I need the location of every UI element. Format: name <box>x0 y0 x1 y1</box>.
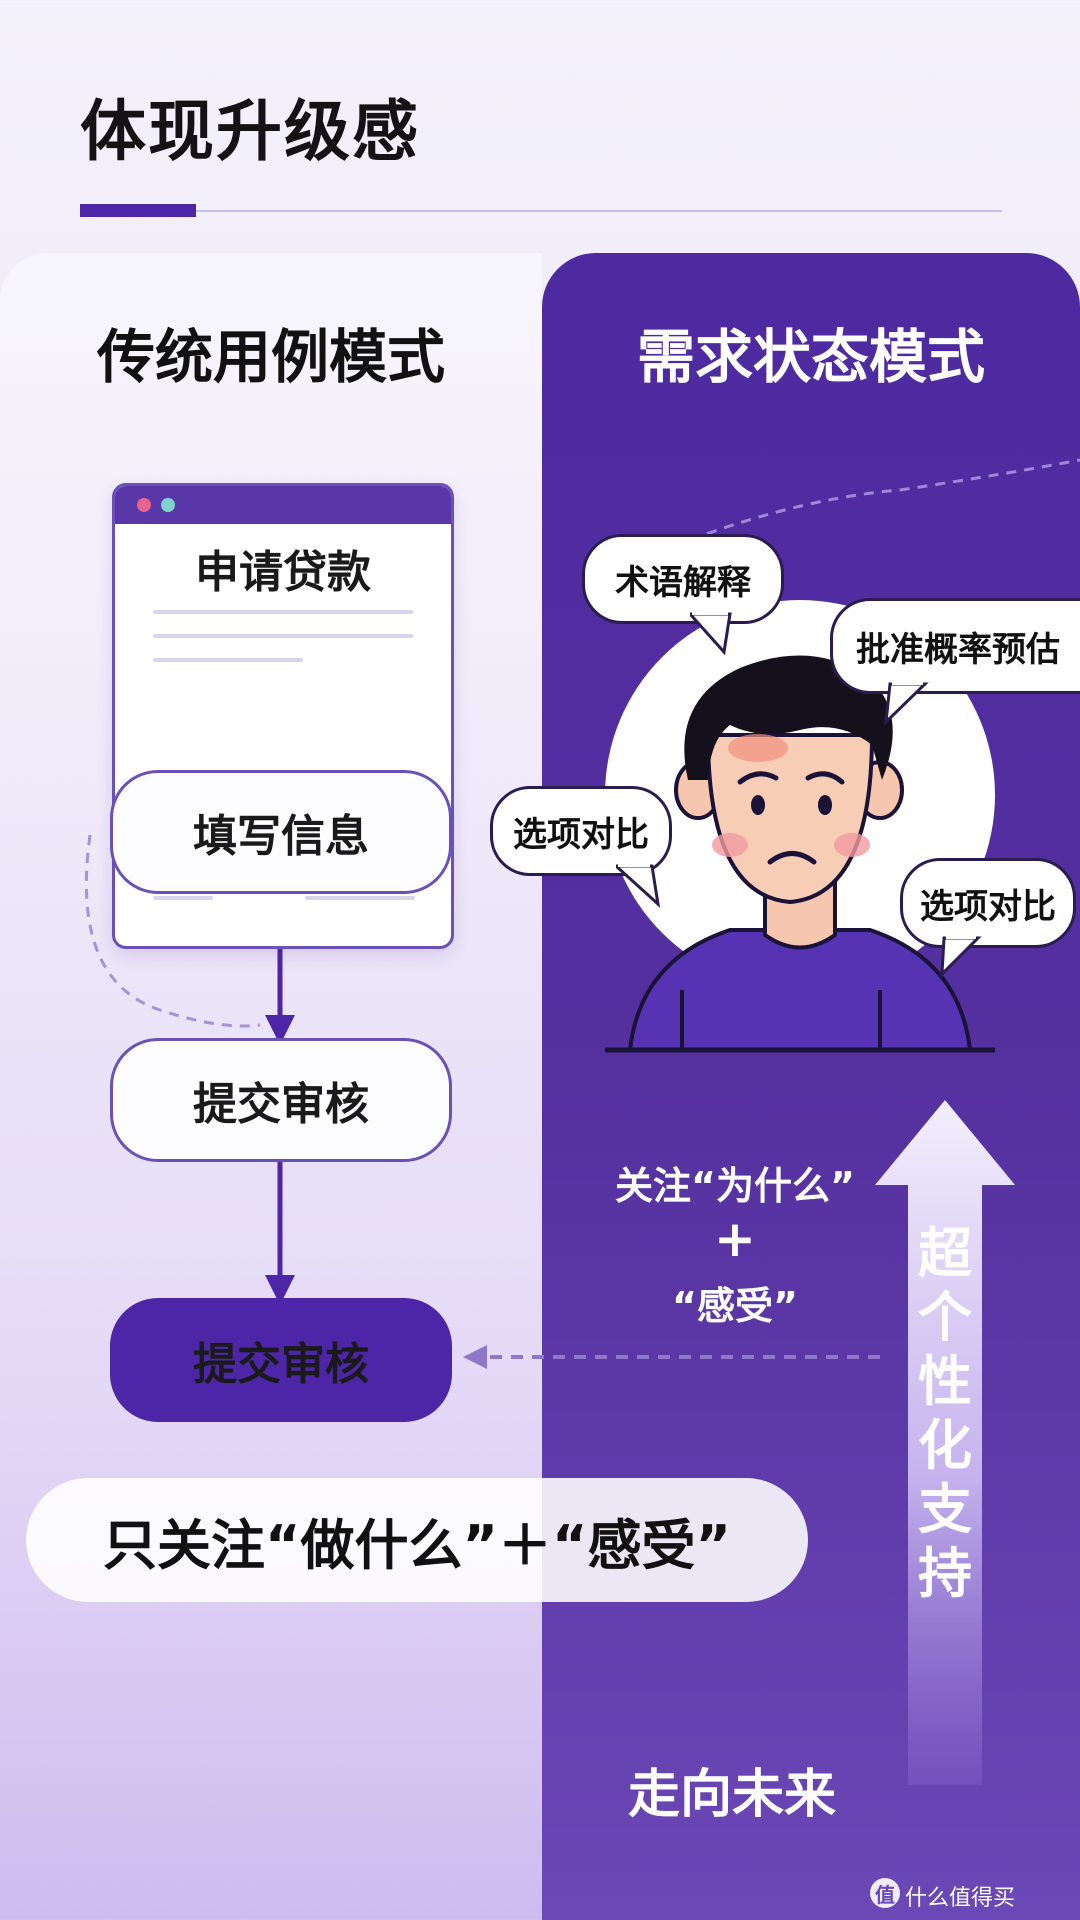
text-line <box>153 658 303 662</box>
title-divider <box>196 210 1002 212</box>
bubble-tail <box>940 936 982 978</box>
bubble-approval-probability: 批准概率预估 <box>830 598 1080 694</box>
confused-person-illustration <box>605 655 995 1053</box>
step-submit-review-active: 提交审核 <box>110 1298 452 1422</box>
plus-symbol: + <box>714 1210 756 1268</box>
bubble-tail <box>690 612 732 656</box>
text-line <box>305 896 415 900</box>
upward-arrow <box>875 1100 1015 1785</box>
bubble-option-compare-right: 选项对比 <box>900 858 1076 948</box>
title-accent-bar <box>80 204 196 217</box>
traditional-focus-note: 只关注“做什么”＋“感受” <box>26 1478 808 1602</box>
dashed-arc-left <box>84 834 261 1028</box>
focus-why-text: 关注“为什么” <box>615 1164 855 1208</box>
watermark-text: 什么值得买 <box>905 1886 1016 1911</box>
future-label: 走向未来 <box>627 1765 836 1825</box>
step-fill-info: 填写信息 <box>110 770 452 894</box>
bubble-tail <box>884 682 929 726</box>
text-line <box>153 610 413 614</box>
bubble-tail <box>616 864 661 908</box>
step-submit-review: 提交审核 <box>110 1038 452 1162</box>
card-title: 申请贷款 <box>195 547 371 598</box>
person-shirt <box>627 928 973 1052</box>
need-state-panel <box>542 253 1080 1920</box>
bubble-term-explanation: 术语解释 <box>582 534 784 624</box>
window-dot-pink <box>137 498 151 512</box>
personalized-support-label: 超个性化支持 <box>918 1222 972 1605</box>
text-line <box>153 896 213 900</box>
watermark-logo-icon: 值 <box>870 1878 900 1908</box>
person-hair <box>684 655 893 780</box>
window-dot-teal <box>161 498 175 512</box>
person-face <box>705 733 875 905</box>
feeling-text: “感受” <box>672 1284 798 1328</box>
traditional-heading: 传统用例模式 <box>96 323 445 391</box>
page-title: 体现升级感 <box>80 93 420 170</box>
need-state-heading: 需求状态模式 <box>636 323 985 391</box>
bubble-option-compare-left: 选项对比 <box>490 786 672 876</box>
text-line <box>153 634 413 638</box>
